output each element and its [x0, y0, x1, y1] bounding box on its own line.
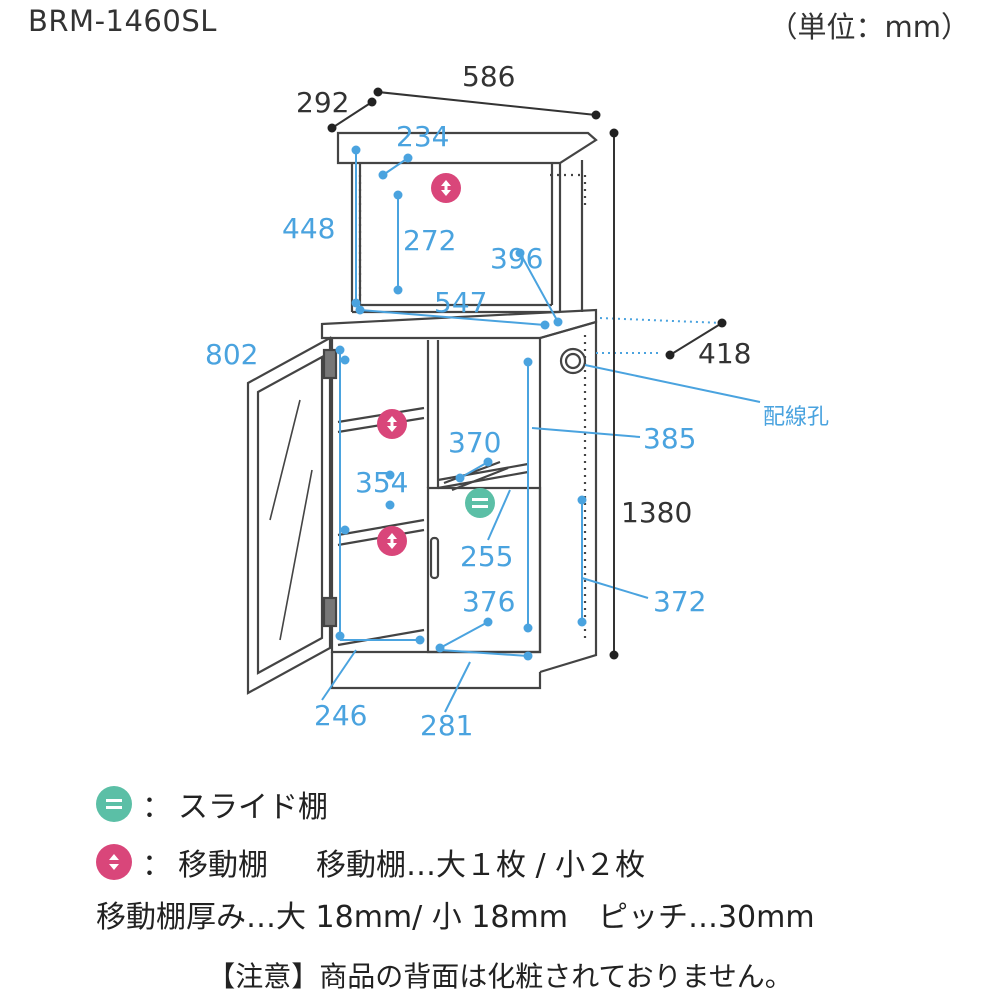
dim-inner-width-top: 234 [396, 120, 449, 153]
dim-upper-inner-width: 547 [434, 286, 487, 319]
dim-shelf-depth-a: 370 [448, 426, 501, 459]
movable-shelf-icon [377, 409, 407, 439]
dim-width-top: 586 [462, 60, 515, 93]
legend-movable-label: 移動棚 [178, 848, 268, 883]
dim-upper-height: 448 [282, 212, 335, 245]
legend-slide-label: スライド棚 [178, 790, 328, 825]
dim-slide-height: 255 [460, 540, 513, 573]
dim-right-width: 281 [420, 709, 473, 742]
model-number: BRM-1460SL [28, 4, 217, 38]
cord-hole-label: 配線孔 [763, 405, 829, 430]
movable-shelf-icon [431, 173, 461, 203]
legend-separator: ： [142, 848, 172, 883]
slide-shelf-icon [96, 786, 132, 822]
dim-shelf-depth-b: 354 [355, 466, 408, 499]
dimension-lines [321, 150, 761, 713]
dim-right-height: 385 [643, 422, 696, 455]
dim-slide-depth: 376 [462, 585, 515, 618]
unit-label: （単位：mm） [768, 10, 971, 44]
legend-movable: ： 移動棚 移動棚…大１枚 / 小２枚 [96, 840, 645, 884]
dimension-dots [335, 145, 587, 661]
cabinet-diagram: 292 586 234 448 272 396 547 418 802 配線孔 … [205, 60, 829, 742]
dim-upper-inner-height: 272 [403, 224, 456, 257]
dim-left-width: 246 [314, 699, 367, 732]
slide-shelf-icon [465, 488, 495, 518]
dim-depth-top: 292 [296, 86, 349, 119]
dim-upper-depth: 396 [490, 242, 543, 275]
movable-shelf-icon [96, 844, 132, 880]
legend-slide: ： スライド棚 [96, 782, 328, 826]
back-panel-note: 【注意】商品の背面は化粧されておりません。 [207, 960, 793, 993]
shelf-thickness-info: 移動棚厚み…大 18mm/ 小 18mm ピッチ…30mm [96, 900, 815, 935]
movable-shelf-icon [377, 526, 407, 556]
dim-total-height: 1380 [621, 496, 692, 529]
dim-right-lower-height: 372 [653, 585, 706, 618]
legend-separator: ： [142, 790, 172, 825]
dim-lower-depth: 418 [698, 337, 751, 370]
dim-door-height: 802 [205, 338, 258, 371]
cabinet-outline [246, 131, 598, 695]
legend-movable-detail: 移動棚…大１枚 / 小２枚 [316, 848, 646, 883]
overall-dimension-lines [327, 87, 727, 660]
